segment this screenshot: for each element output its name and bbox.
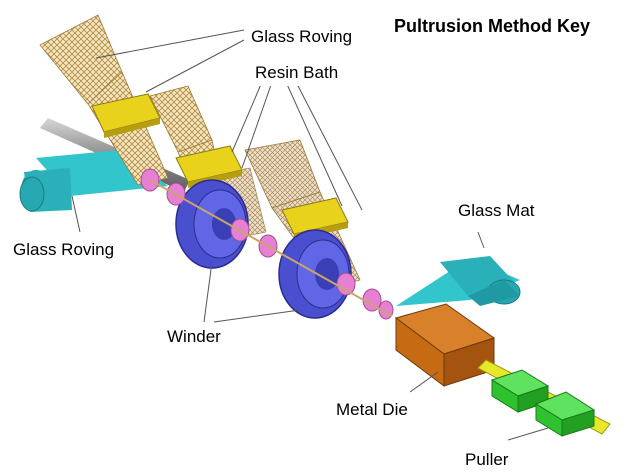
label-winder: Winder [161,324,227,350]
label-resin-bath: Resin Bath [249,60,345,86]
leader-lines [71,29,549,441]
metal-die [394,303,496,387]
label-glass-roving-left: Glass Roving [7,237,121,263]
resin-trays [91,93,349,240]
puller-blocks [490,369,596,437]
label-glass-mat: Glass Mat [452,198,541,224]
label-metal-die: Metal Die [330,397,414,423]
label-puller: Puller [459,447,515,473]
winder-discs [175,179,352,319]
diagram-title: Pultrusion Method Key [394,16,591,36]
label-glass-roving-top: Glass Roving [245,24,359,50]
glass-mat-right [396,256,521,306]
strand-line [149,179,393,317]
